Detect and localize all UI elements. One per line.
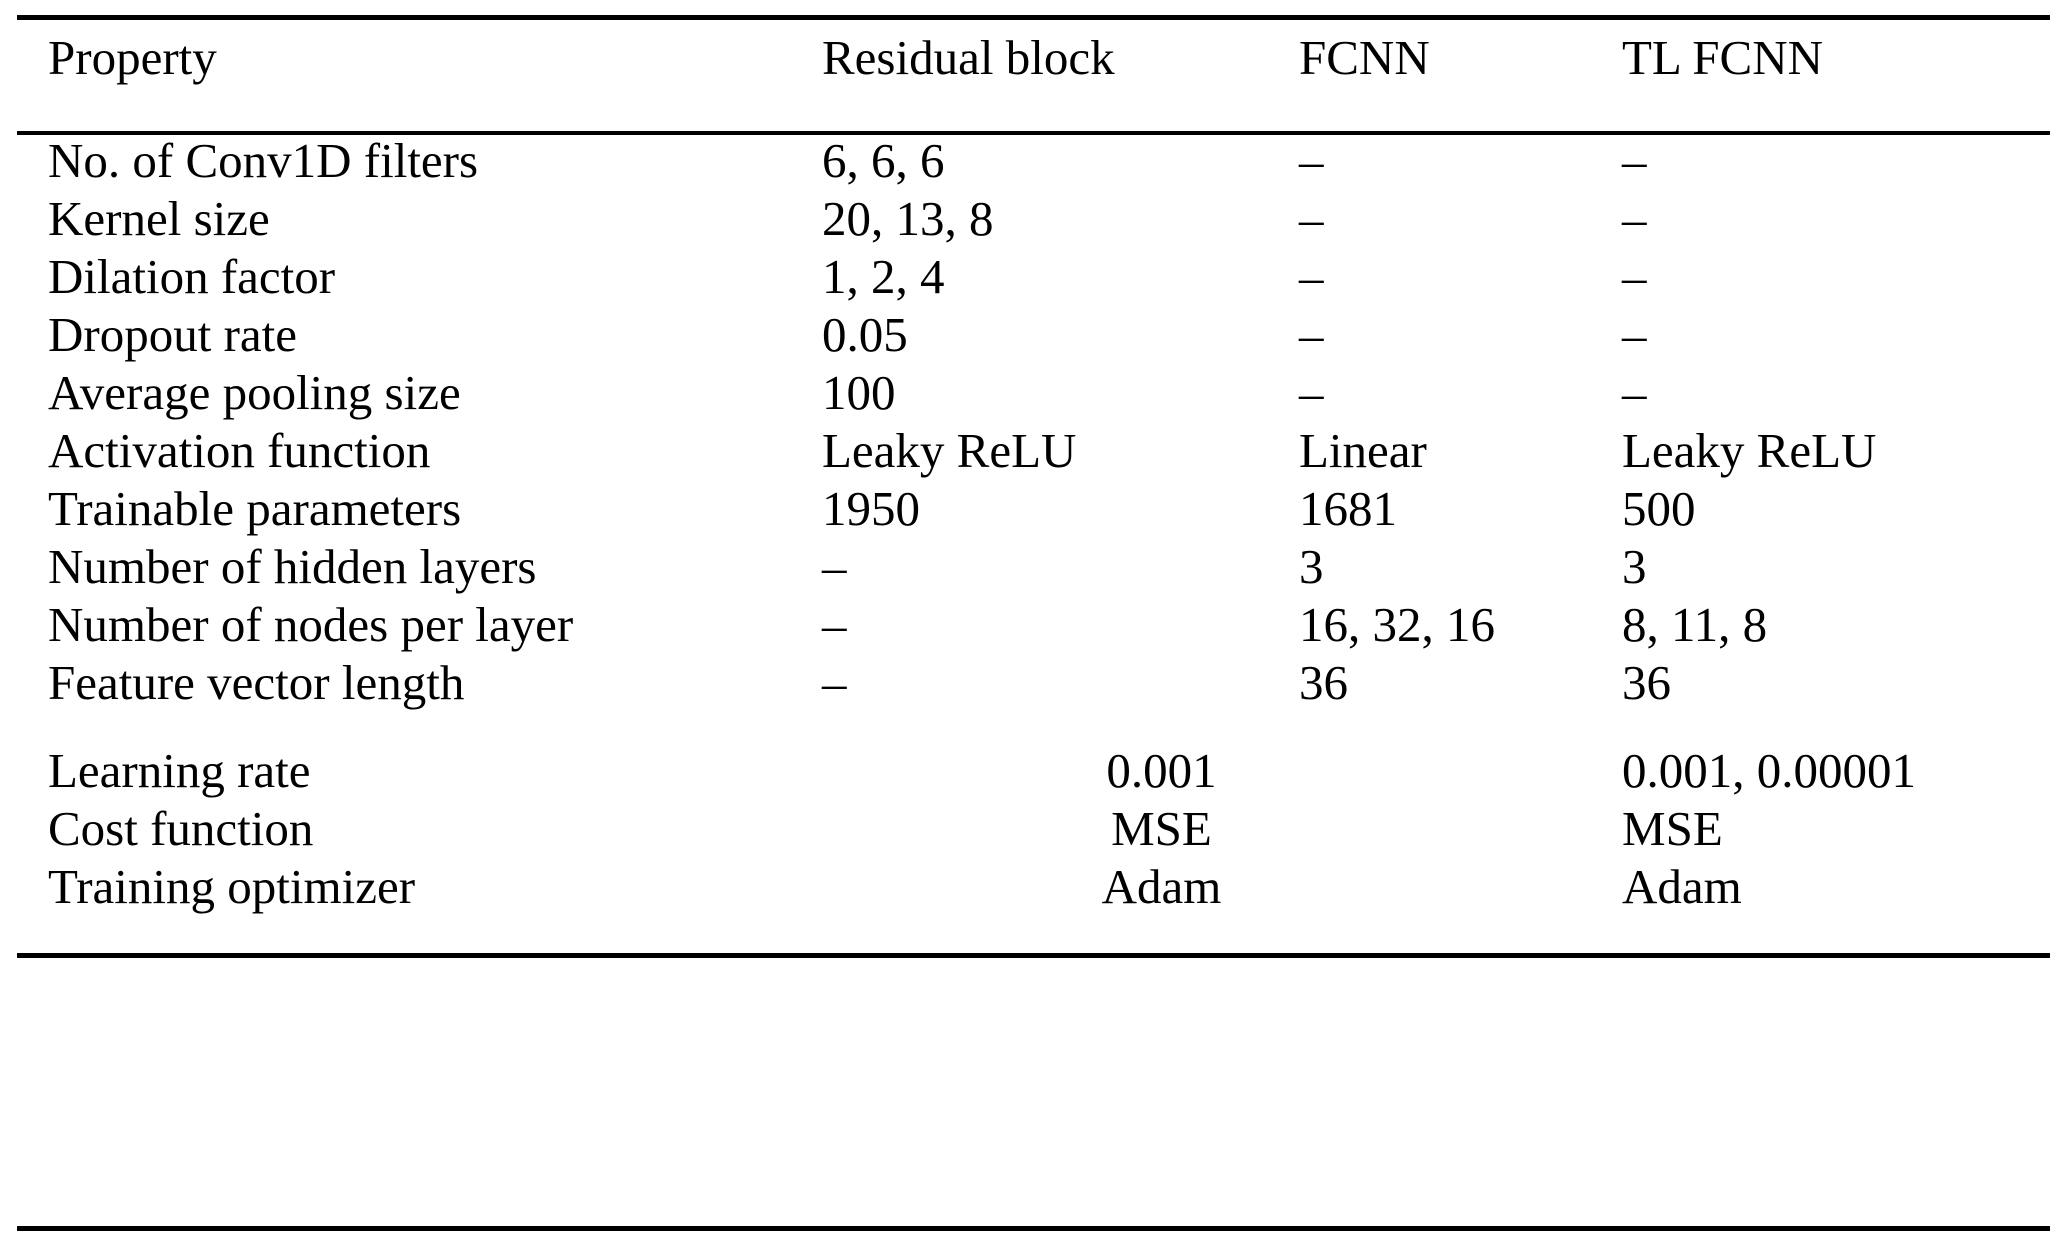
cell-fcnn: – <box>1299 365 1324 420</box>
cell-shared-value: Adam <box>1101 859 1222 914</box>
cell-tl-fcnn: – <box>1622 249 1647 304</box>
cell-property: Cost function <box>48 801 314 856</box>
table-top-rule <box>17 15 2050 20</box>
cell-tl-fcnn: – <box>1622 191 1647 246</box>
footer-gap <box>0 916 2067 942</box>
header-gap <box>0 116 2067 132</box>
column-header-tl-fcnn: TL FCNN <box>1622 30 1824 85</box>
cell-residual: – <box>822 655 847 710</box>
column-header-fcnn: FCNN <box>1299 30 1430 85</box>
cell-property: Activation function <box>48 423 431 478</box>
midsection-gap <box>0 712 2067 742</box>
cell-fcnn: – <box>1299 191 1324 246</box>
table-midsection-rule <box>17 953 2050 958</box>
cell-fcnn: 36 <box>1299 655 1348 710</box>
cell-property: Trainable parameters <box>48 481 462 536</box>
column-header-property: Property <box>48 30 217 85</box>
table-row: Learning rate 0.001 0.001, 0.00001 <box>0 742 2067 800</box>
parameters-table: Property Residual block FCNN TL FCNN No.… <box>0 0 2067 942</box>
cell-property: Dropout rate <box>48 307 297 362</box>
cell-tl-fcnn: 0.001, 0.00001 <box>1622 743 1916 798</box>
table-row: No. of Conv1D filters 6, 6, 6 – – <box>0 132 2067 190</box>
cell-tl-fcnn: – <box>1622 307 1647 362</box>
cell-residual: 100 <box>822 365 896 420</box>
cell-tl-fcnn: Adam <box>1622 859 1742 914</box>
cell-tl-fcnn: 36 <box>1622 655 1671 710</box>
cell-residual: 1950 <box>822 481 920 536</box>
table-row: Kernel size 20, 13, 8 – – <box>0 190 2067 248</box>
cell-tl-fcnn: Leaky ReLU <box>1622 423 1877 478</box>
cell-fcnn: 16, 32, 16 <box>1299 597 1495 652</box>
cell-property: Feature vector length <box>48 655 465 710</box>
cell-fcnn: 3 <box>1299 539 1324 594</box>
table-row: Dilation factor 1, 2, 4 – – <box>0 248 2067 306</box>
cell-fcnn: – <box>1299 249 1324 304</box>
table-header-row: Property Residual block FCNN TL FCNN <box>0 0 2067 116</box>
table-bottom-rule <box>17 1226 2050 1231</box>
cell-residual: Leaky ReLU <box>822 423 1077 478</box>
table-row: Number of nodes per layer – 16, 32, 16 8… <box>0 596 2067 654</box>
cell-property: Learning rate <box>48 743 311 798</box>
cell-shared-value: MSE <box>1111 801 1212 856</box>
cell-property: Dilation factor <box>48 249 336 304</box>
cell-tl-fcnn: – <box>1622 365 1647 420</box>
cell-residual: 0.05 <box>822 307 908 362</box>
table-row: Training optimizer Adam Adam <box>0 858 2067 916</box>
cell-fcnn: 1681 <box>1299 481 1397 536</box>
cell-residual: – <box>822 597 847 652</box>
cell-residual: – <box>822 539 847 594</box>
cell-residual: 6, 6, 6 <box>822 133 945 188</box>
cell-fcnn: Linear <box>1299 423 1427 478</box>
cell-tl-fcnn: MSE <box>1622 801 1723 856</box>
table-row: Activation function Leaky ReLU Linear Le… <box>0 422 2067 480</box>
cell-property: No. of Conv1D filters <box>48 133 479 188</box>
cell-property: Kernel size <box>48 191 270 246</box>
column-header-residual-block: Residual block <box>822 30 1115 85</box>
cell-residual: 1, 2, 4 <box>822 249 945 304</box>
cell-tl-fcnn: – <box>1622 133 1647 188</box>
table-header-rule <box>17 131 2050 135</box>
cell-fcnn: – <box>1299 133 1324 188</box>
cell-property: Number of hidden layers <box>48 539 537 594</box>
table-row: Number of hidden layers – 3 3 <box>0 538 2067 596</box>
cell-property: Training optimizer <box>48 859 416 914</box>
cell-tl-fcnn: 3 <box>1622 539 1647 594</box>
cell-tl-fcnn: 8, 11, 8 <box>1622 597 1768 652</box>
table-row: Dropout rate 0.05 – – <box>0 306 2067 364</box>
table-row: Cost function MSE MSE <box>0 800 2067 858</box>
table-row: Trainable parameters 1950 1681 500 <box>0 480 2067 538</box>
table-row: Feature vector length – 36 36 <box>0 654 2067 712</box>
cell-fcnn: – <box>1299 307 1324 362</box>
table-row: Average pooling size 100 – – <box>0 364 2067 422</box>
cell-property: Average pooling size <box>48 365 461 420</box>
cell-shared-value: 0.001 <box>1106 743 1217 798</box>
cell-property: Number of nodes per layer <box>48 597 574 652</box>
cell-residual: 20, 13, 8 <box>822 191 994 246</box>
cell-tl-fcnn: 500 <box>1622 481 1696 536</box>
